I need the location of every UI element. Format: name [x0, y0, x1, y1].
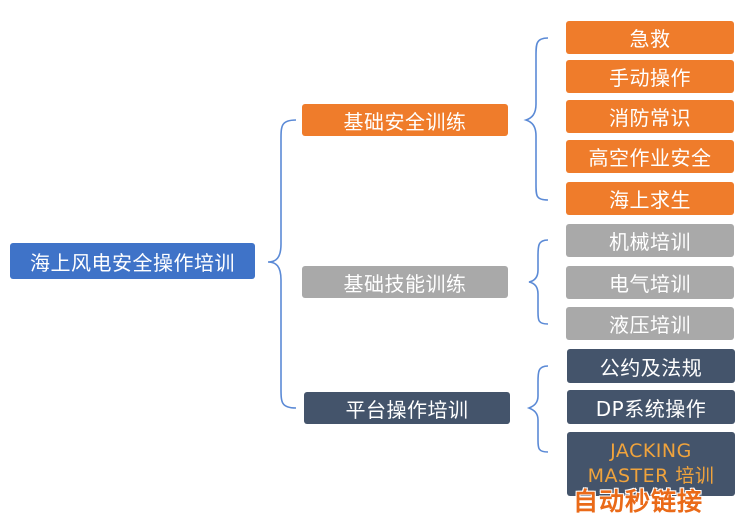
leaf-label: 机械培训 [609, 230, 691, 254]
leaf-label: 消防常识 [609, 106, 691, 130]
root-brace [267, 119, 297, 409]
leaf-electrical-training[interactable]: 电气培训 [566, 266, 734, 299]
leaf-label-line-1: JACKING [610, 440, 692, 462]
leaf-first-aid[interactable]: 急救 [566, 21, 734, 54]
leaf-label: 液压培训 [609, 313, 691, 337]
leaf-dp-system-operation[interactable]: DP系统操作 [567, 390, 735, 424]
branch-safety-node[interactable]: 基础安全训练 [302, 104, 508, 136]
leaf-label: 手动操作 [609, 66, 691, 90]
watermark-logo: 自动秒链接 [573, 487, 704, 516]
branch-skills-node[interactable]: 基础技能训练 [302, 266, 508, 298]
leaf-mechanical-training[interactable]: 机械培训 [566, 224, 734, 257]
leaf-label-line-2: MASTER 培训 [587, 465, 715, 487]
leaf-label: 公约及法规 [599, 355, 703, 380]
branch-safety-label: 基础安全训练 [343, 109, 467, 134]
leaf-label: 高空作业安全 [588, 146, 712, 170]
branch-platform-label: 平台操作培训 [345, 397, 469, 422]
leaf-label: 海上求生 [609, 188, 691, 212]
root-node[interactable]: 海上风电安全操作培训 [10, 243, 255, 279]
root-label: 海上风电安全操作培训 [30, 250, 235, 275]
branch-platform-brace [526, 365, 549, 453]
leaf-jacking-master-training[interactable]: JACKING MASTER 培训 [567, 432, 735, 496]
branch-safety-brace [523, 37, 549, 201]
leaf-conventions-regulations[interactable]: 公约及法规 [567, 349, 735, 383]
leaf-working-at-height[interactable]: 高空作业安全 [566, 140, 734, 173]
branch-skills-label: 基础技能训练 [343, 271, 467, 296]
leaf-label: 电气培训 [609, 272, 691, 296]
leaf-fire-safety[interactable]: 消防常识 [566, 100, 734, 133]
branch-platform-node[interactable]: 平台操作培训 [304, 392, 510, 424]
branch-skills-brace [528, 239, 549, 325]
leaf-hydraulic-training[interactable]: 液压培训 [566, 307, 734, 340]
leaf-label: 急救 [629, 27, 671, 51]
leaf-sea-survival[interactable]: 海上求生 [566, 182, 734, 215]
leaf-manual-handling[interactable]: 手动操作 [566, 60, 734, 93]
leaf-label: DP系统操作 [595, 396, 707, 421]
